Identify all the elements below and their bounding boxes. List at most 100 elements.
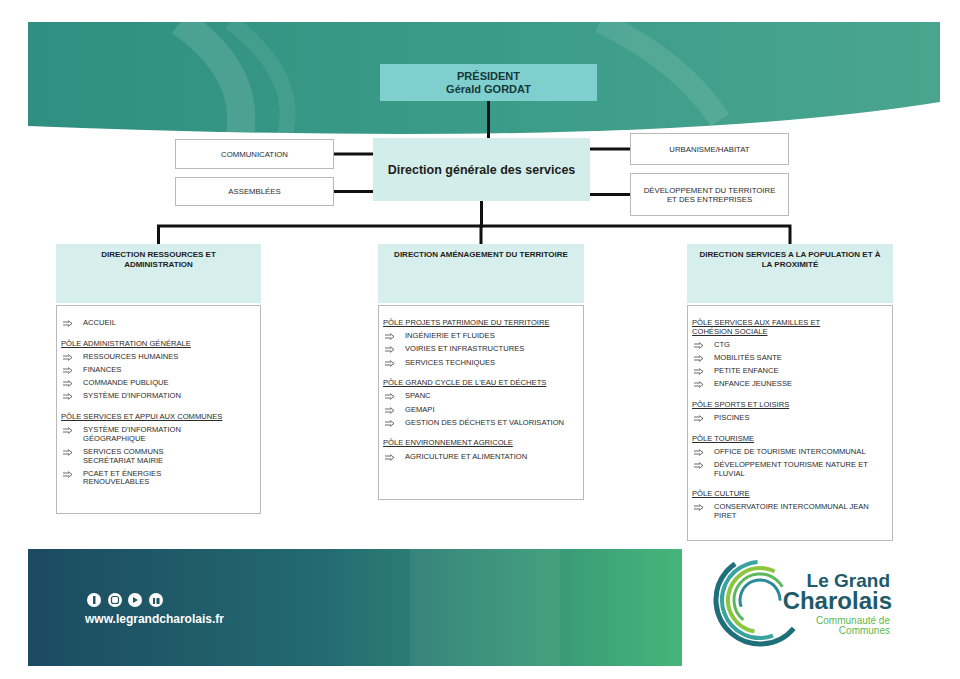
- list-row: GEMAPI: [383, 406, 579, 415]
- list-row: GESTION DES DÉCHETS ET VALORISATION: [383, 419, 579, 428]
- pole-list: PÔLE PROJETS PATRIMOINE DU TERRITOIRE ING…: [378, 305, 584, 500]
- service-item: RESSOURCES HUMAINES: [83, 353, 205, 362]
- service-item: SYSTÈME D'INFORMATION GÉOGRAPHIQUE: [83, 426, 205, 443]
- bullet-arrow: [385, 407, 395, 414]
- service-item: DÉVELOPPEMENT TOURISME NATURE ET FLUVIAL: [714, 461, 884, 478]
- service-item: GESTION DES DÉCHETS ET VALORISATION: [405, 419, 579, 428]
- bullet-arrow: [694, 342, 704, 349]
- pole-heading: PÔLE GRAND CYCLE DE L'EAU ET DÉCHETS: [383, 379, 579, 388]
- bullet-arrow-shape: [385, 394, 394, 400]
- service-box: URBANISME/HABITAT: [630, 133, 789, 165]
- list-row: SYSTÈME D'INFORMATION GÉOGRAPHIQUE: [61, 426, 256, 443]
- bullet-arrow: [63, 449, 73, 456]
- bullet-arrow-shape: [63, 321, 72, 327]
- direction-generale-box: Direction générale des services: [373, 138, 590, 201]
- service-item: PETITE ENFANCE: [714, 367, 884, 376]
- org-connector: [159, 201, 482, 244]
- pole-heading: PÔLE ADMINISTRATION GÉNÉRALE: [61, 340, 253, 349]
- org-connector: [487, 101, 490, 138]
- bullet-arrow: [63, 393, 73, 400]
- list-row: SYSTÈME D'INFORMATION: [61, 392, 256, 401]
- list-row: RESSOURCES HUMAINES: [61, 353, 256, 362]
- service-box: ASSEMBLÉES: [175, 177, 334, 206]
- list-row: OFFICE DE TOURISME INTERCOMMUNAL: [692, 448, 888, 457]
- service-item: PCAET ET ÉNERGIES RENOUVELABLES: [83, 470, 205, 487]
- pole-heading: PÔLE PROJETS PATRIMOINE DU TERRITOIRE: [383, 319, 579, 328]
- bullet-arrow: [694, 462, 704, 469]
- list-row: CONSERVATOIRE INTERCOMMUNAL JEAN PIRET: [692, 503, 888, 520]
- pole-list: PÔLE SERVICES AUX FAMILLES ET COHÉSION S…: [687, 305, 893, 541]
- social-icon: [87, 593, 101, 607]
- box-text: Direction générale des services: [388, 163, 576, 177]
- bullet-arrow: [63, 320, 73, 327]
- bullet-arrow-shape: [385, 407, 394, 413]
- pole-heading: PÔLE SERVICES AUX FAMILLES ET COHÉSION S…: [692, 319, 822, 336]
- list-row: ACCUEIL: [61, 319, 256, 328]
- service-box: DÉVELOPPEMENT DU TERRITOIRE ET DES ENTRE…: [630, 173, 789, 216]
- list-row: ENFANCE JEUNESSE: [692, 380, 888, 389]
- service-item: CTG: [714, 341, 884, 350]
- bullet-arrow-shape: [385, 360, 394, 366]
- social-icon: [108, 593, 122, 607]
- pole-heading: PÔLE ENVIRONNEMENT AGRICOLE: [383, 439, 579, 448]
- list-row: SPANC: [383, 392, 579, 401]
- service-item: CONSERVATOIRE INTERCOMMUNAL JEAN PIRET: [714, 503, 884, 520]
- social-icon-glyph: [133, 597, 138, 603]
- bullet-arrow: [385, 333, 395, 340]
- band-swoosh: [600, 22, 720, 120]
- website-url: www.legrandcharolais.fr: [85, 612, 305, 626]
- bullet-arrow: [385, 454, 395, 461]
- direction-header: DIRECTION AMÉNAGEMENT DU TERRITOIRE: [378, 244, 584, 303]
- bullet-arrow: [385, 346, 395, 353]
- bullet-arrow-shape: [63, 449, 72, 455]
- org-connector: [590, 193, 630, 196]
- list-row: DÉVELOPPEMENT TOURISME NATURE ET FLUVIAL: [692, 461, 888, 478]
- bullet-arrow: [694, 368, 704, 375]
- bullet-arrow-shape: [694, 355, 703, 361]
- bullet-arrow: [63, 354, 73, 361]
- bottom-band: [28, 549, 682, 666]
- bullet-arrow-shape: [63, 471, 72, 477]
- service-item: MOBILITÉS SANTE: [714, 354, 884, 363]
- pole-heading: PÔLE TOURISME: [692, 435, 822, 444]
- service-item: SERVICES COMMUNS SECRÉTARIAT MAIRIE: [83, 448, 205, 465]
- service-item: SYSTÈME D'INFORMATION: [83, 392, 205, 401]
- social-icon-glyph: [153, 598, 155, 604]
- bullet-arrow: [385, 420, 395, 427]
- service-item: ENFANCE JEUNESSE: [714, 380, 884, 389]
- bullet-arrow: [385, 360, 395, 367]
- box-text: DIRECTION RESSOURCES ET ADMINISTRATION: [68, 250, 249, 270]
- box-text: COMMUNICATION: [221, 150, 288, 159]
- bullet-arrow: [694, 415, 704, 422]
- bottom-band-panel: [410, 549, 560, 666]
- logo-text: Charolais: [760, 588, 892, 614]
- direction-header: DIRECTION RESSOURCES ET ADMINISTRATION: [56, 244, 261, 303]
- service-item: INGÉNIERIE ET FLUIDES: [405, 332, 579, 341]
- service-item: VOIRIES ET INFRASTRUCTURES: [405, 345, 579, 354]
- pole-heading: PÔLE SPORTS ET LOISIRS: [692, 401, 822, 410]
- list-row: VOIRIES ET INFRASTRUCTURES: [383, 345, 579, 354]
- bullet-arrow-shape: [694, 342, 703, 348]
- list-row: SERVICES COMMUNS SECRÉTARIAT MAIRIE: [61, 448, 256, 465]
- bullet-arrow: [63, 380, 73, 387]
- box-text: Gérald GORDAT: [446, 83, 531, 96]
- list-row: COMMANDE PUBLIQUE: [61, 379, 256, 388]
- org-connector: [334, 153, 373, 156]
- social-icon: [128, 593, 142, 607]
- service-item: COMMANDE PUBLIQUE: [83, 379, 205, 388]
- logo-ring: [734, 574, 785, 625]
- president-box: PRÉSIDENTGérald GORDAT: [380, 64, 597, 101]
- box-text: ASSEMBLÉES: [228, 187, 280, 196]
- bullet-arrow-shape: [63, 354, 72, 360]
- bullet-arrow-shape: [694, 416, 703, 422]
- list-row: PETITE ENFANCE: [692, 367, 888, 376]
- list-row: SERVICES TECHNIQUES: [383, 359, 579, 368]
- list-row: MOBILITÉS SANTE: [692, 354, 888, 363]
- box-text: DIRECTION SERVICES A LA POPULATION ET À …: [699, 250, 881, 270]
- bullet-arrow-shape: [694, 449, 703, 455]
- list-row: FINANCES: [61, 366, 256, 375]
- bullet-arrow-shape: [385, 420, 394, 426]
- box-text: DÉVELOPPEMENT DU TERRITOIRE ET DES ENTRE…: [639, 186, 780, 204]
- service-item: AGRICULTURE ET ALIMENTATION: [405, 453, 579, 462]
